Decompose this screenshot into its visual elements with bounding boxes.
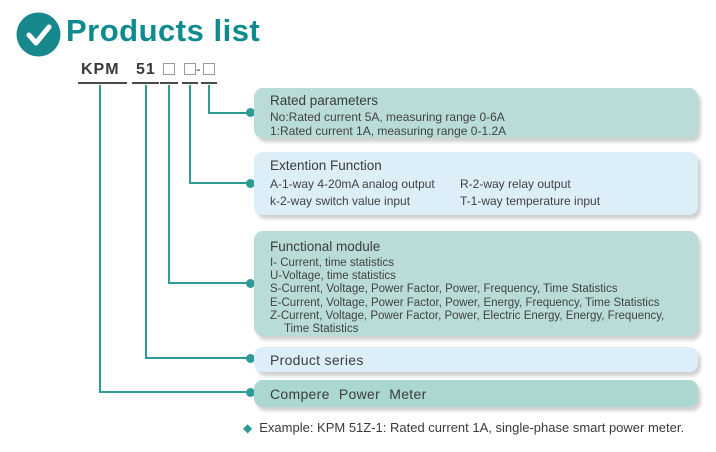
extention-function-item: R-2-way relay output (460, 177, 571, 191)
underline-series (132, 82, 159, 84)
example-text: Example: KPM 51Z-1: Rated current 1A, si… (259, 420, 685, 435)
functional-module-item: S-Current, Voltage, Power Factor, Power,… (270, 283, 618, 296)
rated-parameters-title: Rated parameters (270, 93, 379, 108)
rated-parameters-line: 1:Rated current 1A, measuring range 0-1.… (270, 124, 507, 138)
connector-vline-functional-module (168, 85, 170, 284)
connector-vline-product-series (145, 85, 147, 359)
extention-function-title: Extention Function (270, 158, 382, 173)
connector-bullet-compere (246, 388, 255, 397)
extention-function-item: k-2-way switch value input (270, 194, 411, 208)
connector-vline-rated-parameters (208, 85, 210, 114)
product-series-label: Product series (270, 351, 364, 368)
connector-vline-compere (99, 85, 101, 393)
rated-parameters-box: Rated parameters No:Rated current 5A, me… (254, 88, 698, 138)
underline-prefix (78, 82, 127, 84)
compere-power-meter-label: Compere Power Meter (270, 385, 427, 402)
model-series-number: 51 (136, 61, 156, 78)
model-prefix: KPM (81, 61, 120, 78)
connector-vline-extention-function (189, 85, 191, 184)
example-row: ◆ Example: KPM 51Z-1: Rated current 1A, … (243, 420, 684, 435)
functional-module-item-continuation: Time Statistics (284, 323, 359, 336)
diamond-bullet-icon: ◆ (243, 420, 253, 435)
connector-hline-functional-module (168, 282, 251, 284)
functional-module-box: Functional module I- Current, time stati… (254, 231, 698, 336)
functional-module-title: Functional module (270, 239, 381, 254)
functional-module-item: E-Current, Voltage, Power Factor, Power,… (270, 296, 660, 309)
product-series-box: Product series (254, 347, 698, 372)
functional-module-item: Z-Current, Voltage, Power Factor, Power,… (270, 309, 665, 322)
page-title: Products list (66, 13, 261, 48)
underline-rated-parameter (201, 82, 217, 84)
functional-module-item: I- Current, time statistics (270, 257, 394, 269)
underline-functional-module (160, 82, 178, 84)
extention-function-box: Extention Function A-1-way 4-20mA analog… (254, 152, 698, 215)
connector-hline-product-series (145, 357, 251, 359)
connector-bullet-rated-parameters (246, 108, 255, 117)
rated-parameters-line: No:Rated current 5A, measuring range 0-6… (270, 110, 505, 124)
connector-hline-extention-function (189, 182, 251, 184)
connector-hline-compere (99, 391, 251, 393)
functional-module-item: U-Voltage, time statistics (270, 270, 396, 283)
connector-bullet-extention-function (246, 179, 255, 188)
extention-function-item: A-1-way 4-20mA analog output (270, 177, 435, 191)
connector-hline-rated-parameters (208, 112, 251, 114)
underline-extention-function (182, 82, 198, 84)
model-placeholder-functional-module (163, 63, 175, 75)
connector-bullet-functional-module (246, 279, 255, 288)
compere-power-meter-box: Compere Power Meter (254, 380, 698, 407)
extention-function-item: T-1-way temperature input (460, 194, 601, 208)
model-dash: - (196, 61, 201, 77)
connector-bullet-product-series (246, 354, 255, 363)
model-placeholder-rated-parameter (203, 63, 215, 75)
model-placeholder-extention-function (184, 63, 196, 75)
checkmark-icon (16, 12, 61, 57)
